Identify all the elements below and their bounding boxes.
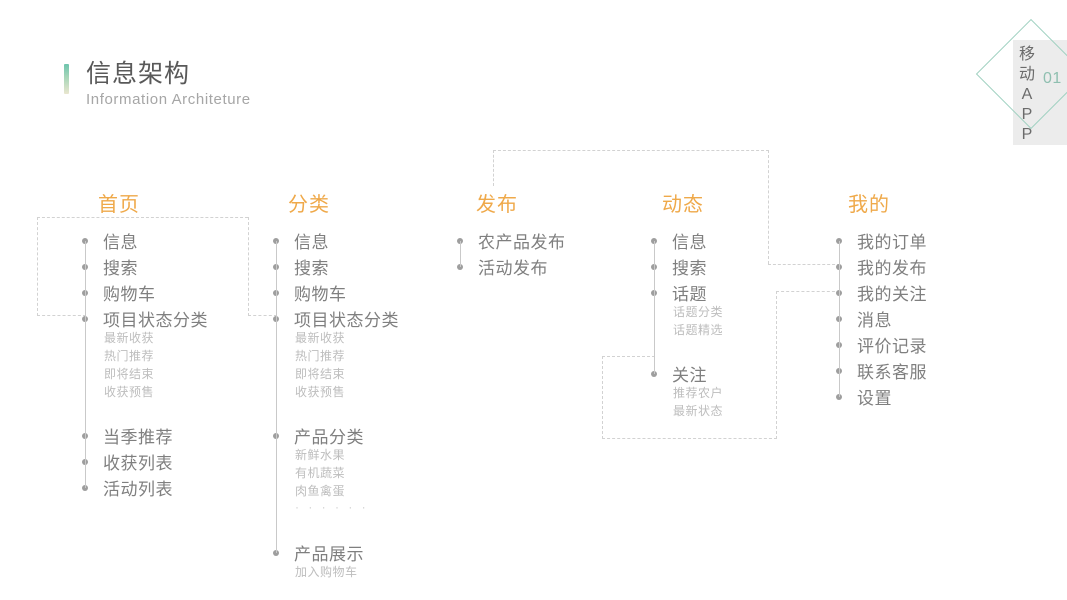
sub-node-label: 最新状态 (673, 404, 724, 418)
node-label: 项目状态分类 (294, 311, 399, 330)
badge-label-line-3: A (1021, 86, 1033, 103)
connector-publish-down (768, 150, 769, 264)
sub-node-label: 加入购物车 (295, 565, 358, 579)
node-label: 信息 (294, 233, 329, 252)
node-label: 我的发布 (857, 259, 927, 278)
node-label: 设置 (857, 389, 892, 408)
sub-node-label: 收获预售 (104, 385, 155, 399)
node-label: 产品分类 (294, 428, 364, 447)
node-label: 购物车 (103, 285, 156, 304)
sub-node-label: 收获预售 (295, 385, 346, 399)
column-spine-mine (838, 241, 840, 397)
node-bullet-icon (272, 550, 279, 556)
node-label: 收获列表 (103, 454, 173, 473)
column-spine-home (84, 241, 86, 488)
column-spine-publish (459, 241, 461, 267)
sub-node-label: 有机蔬菜 (295, 466, 346, 480)
node-label: 信息 (103, 233, 138, 252)
badge-square-shape (1013, 40, 1067, 145)
node-label: 我的关注 (857, 285, 927, 304)
sub-node-label: 最新收获 (295, 331, 346, 345)
node-label: 话题 (672, 285, 707, 304)
node-label: 项目状态分类 (103, 311, 208, 330)
node-label: 搜索 (672, 259, 707, 278)
section-badge: 移 动 A P P 01 (975, 18, 1067, 145)
badge-label-line-2: 动 (1018, 66, 1035, 83)
connector-follow-to-mine (776, 291, 840, 292)
column-header-mine[interactable]: 我的 (848, 194, 890, 216)
sub-node-label: 话题分类 (673, 305, 724, 319)
connector-follow-up (776, 291, 777, 439)
connector-home-category-right (248, 217, 249, 316)
sub-node-label: 即将结束 (295, 367, 346, 381)
node-label: 搜索 (294, 259, 329, 278)
connector-publish-to-mine (768, 264, 840, 265)
connector-category-entry (248, 315, 277, 316)
column-header-category[interactable]: 分类 (288, 194, 330, 216)
badge-number: 01 (1043, 70, 1062, 87)
connector-home-category-left (37, 217, 38, 316)
node-label: 当季推荐 (103, 428, 173, 447)
sub-node-label: 话题精选 (673, 323, 724, 337)
column-spine-feed (653, 241, 655, 374)
sub-node-label: 热门推荐 (104, 349, 155, 363)
sub-node-label: 肉鱼禽蛋 (295, 484, 346, 498)
node-label: 信息 (672, 233, 707, 252)
sub-node-ellipsis: · · · · · · (295, 500, 369, 514)
node-label: 农产品发布 (478, 233, 566, 252)
column-header-publish[interactable]: 发布 (476, 194, 518, 216)
node-bullet-icon (650, 371, 657, 377)
node-label: 产品展示 (294, 545, 364, 564)
badge-label-line-4: P (1021, 106, 1033, 123)
connector-publish-up (493, 150, 494, 186)
title-accent-bar (64, 64, 69, 94)
page-title: 信息架构 (86, 60, 191, 88)
sub-node-label: 热门推荐 (295, 349, 346, 363)
connector-follow-out (602, 356, 655, 357)
column-header-home[interactable]: 首页 (98, 194, 140, 216)
column-header-feed[interactable]: 动态 (662, 194, 704, 216)
connector-follow-down (602, 356, 603, 439)
connector-home-category-top (37, 217, 248, 218)
badge-label-line-1: 移 (1018, 46, 1035, 63)
node-label: 我的订单 (857, 233, 927, 252)
sub-node-label: 即将结束 (104, 367, 155, 381)
node-label: 活动列表 (103, 480, 173, 499)
connector-publish-across (493, 150, 769, 151)
sub-node-label: 最新收获 (104, 331, 155, 345)
badge-label-line-5: P (1021, 126, 1033, 143)
node-label: 评价记录 (857, 337, 927, 356)
node-bullet-icon (456, 264, 463, 270)
node-bullet-icon (81, 485, 88, 491)
connector-follow-across (602, 438, 777, 439)
badge-label: 移 动 A P P (1016, 45, 1038, 145)
node-label: 消息 (857, 311, 892, 330)
column-spine-category (275, 241, 277, 553)
connector-home-category-bottom (37, 315, 86, 316)
node-label: 关注 (672, 366, 707, 385)
node-label: 购物车 (294, 285, 347, 304)
node-label: 活动发布 (478, 259, 548, 278)
node-label: 联系客服 (857, 363, 927, 382)
sub-node-label: 推荐农户 (673, 386, 724, 400)
page-subtitle: Information Architeture (86, 91, 251, 108)
node-bullet-icon (835, 394, 842, 400)
sub-node-label: 新鲜水果 (295, 448, 346, 462)
node-label: 搜索 (103, 259, 138, 278)
